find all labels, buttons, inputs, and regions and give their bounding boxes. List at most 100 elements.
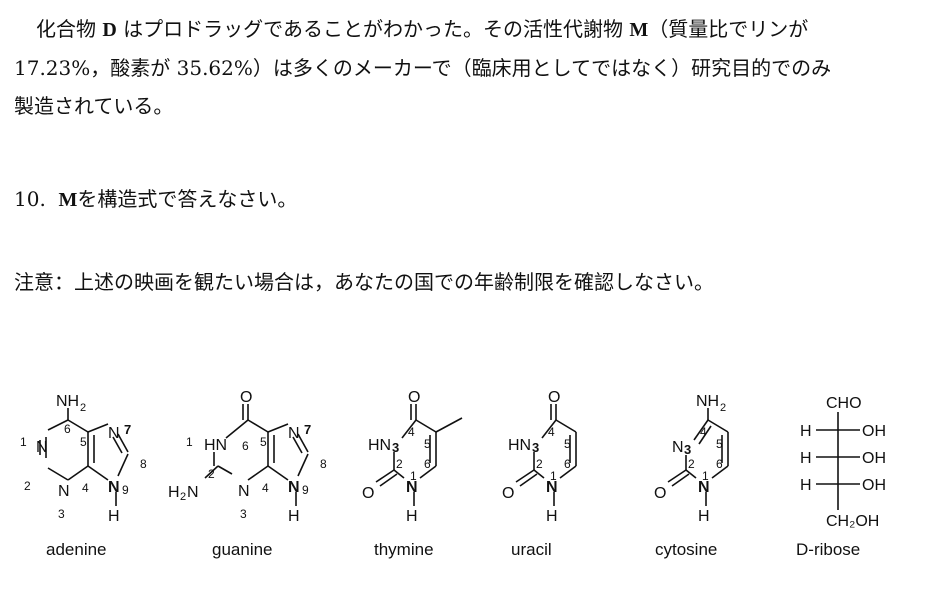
svg-text:N: N [406,479,418,496]
svg-text:6: 6 [716,457,723,471]
ribose-h-label: H [800,450,812,467]
svg-text:H: H [168,484,180,501]
svg-text:1: 1 [410,469,417,483]
svg-text:O: O [548,389,560,406]
svg-text:4: 4 [82,481,89,495]
svg-text:H: H [406,508,418,525]
svg-text:O: O [240,389,252,406]
paragraph-text: （質量比でリンが [648,17,809,41]
uracil-label: uracil [511,540,552,559]
svg-text:H: H [108,508,120,525]
svg-text:5: 5 [80,435,87,449]
svg-text:N: N [58,483,70,500]
d-ribose-label: D-ribose [796,540,861,559]
svg-text:1: 1 [702,469,709,483]
svg-text:3: 3 [240,507,247,521]
svg-text:2: 2 [24,479,31,493]
svg-text:H: H [698,508,710,525]
note-text: 注意：上述の映画を観たい場合は，あなたの国での年齢制限を確認しなさい。 [14,270,714,294]
svg-text:HN: HN [508,437,531,454]
question-10: 10. Mを構造式で答えなさい。 [14,180,297,219]
svg-text:5: 5 [716,437,723,451]
guanine-label: guanine [212,540,273,559]
svg-text:3: 3 [684,442,691,457]
svg-text:7: 7 [124,422,131,437]
ribose-oh-label: OH [862,477,886,494]
svg-text:1: 1 [186,435,193,449]
svg-text:6: 6 [564,457,571,471]
svg-text:2: 2 [720,402,726,414]
svg-text:9: 9 [302,483,309,497]
metabolite-m-label: M [629,19,649,41]
svg-text:N: N [108,425,120,442]
paragraph-line-2: 17.23%，酸素が 35.62%）は多くのメーカーで（臨床用としてではなく）研… [14,56,832,80]
svg-text:2: 2 [396,457,403,471]
svg-text:O: O [654,485,666,502]
guanine-structure: O HN H 2 N N N 7 N H 1 2 3 4 5 6 8 9 [168,389,327,525]
svg-text:3: 3 [532,440,539,455]
svg-text:2: 2 [536,457,543,471]
problem-paragraph: 化合物 D はプロドラッグであることがわかった。その活性代謝物 M（質量比でリン… [14,10,934,125]
svg-text:N: N [108,479,120,496]
paragraph-line-3: 製造されている。 [14,94,174,118]
adenine-label: adenine [46,540,107,559]
svg-text:3: 3 [392,440,399,455]
svg-text:4: 4 [262,481,269,495]
svg-text:4: 4 [548,425,555,439]
svg-text:N: N [672,439,684,456]
svg-text:8: 8 [140,457,147,471]
cytosine-structure: NH 2 N 3 O N H 4 5 6 2 1 [654,393,729,525]
svg-text:8: 8 [320,457,327,471]
svg-text:N: N [288,425,300,442]
svg-text:O: O [408,389,420,406]
svg-text:N: N [238,483,250,500]
svg-text:1: 1 [550,469,557,483]
svg-text:HN: HN [368,437,391,454]
svg-text:7: 7 [304,422,311,437]
thymine-structure: O HN 3 O N H 4 5 6 2 1 [362,389,463,525]
svg-text:N: N [546,479,558,496]
thymine-label: thymine [374,540,434,559]
paragraph-text: 化合物 [36,17,103,41]
svg-text:4: 4 [408,425,415,439]
svg-text:6: 6 [424,457,431,471]
svg-text:2: 2 [688,457,695,471]
d-ribose-structure: CHO H H H OH OH OH CH₂OH [800,395,886,530]
ribose-top-group: CHO [826,395,862,412]
structures-figure: NH 2 N N N 7 N H 1 2 3 4 5 6 8 9 O HN [20,389,886,530]
ribose-oh-label: OH [862,423,886,440]
svg-text:H: H [546,508,558,525]
svg-text:N: N [36,439,48,456]
svg-text:N: N [288,479,300,496]
paragraph-text: はプロドラッグであることがわかった。その活性代謝物 [116,17,630,41]
paragraph-line-1: 化合物 D はプロドラッグであることがわかった。その活性代謝物 M（質量比でリン… [14,10,934,49]
svg-text:6: 6 [242,439,249,453]
svg-text:NH: NH [696,393,719,410]
adenine-structure: NH 2 N N N 7 N H 1 2 3 4 5 6 8 9 [20,393,147,525]
svg-text:HN: HN [204,437,227,454]
question-number: 10. [14,187,46,211]
svg-text:O: O [362,485,374,502]
svg-text:NH: NH [56,393,79,410]
svg-text:3: 3 [58,507,65,521]
svg-text:2: 2 [80,402,86,414]
question-text: を構造式で答えなさい。 [77,187,298,211]
svg-text:1: 1 [20,435,27,449]
ribose-h-label: H [800,477,812,494]
svg-text:5: 5 [424,437,431,451]
compound-d-label: D [102,19,117,41]
ribose-oh-label: OH [862,450,886,467]
svg-text:N: N [698,479,710,496]
cytosine-label: cytosine [655,540,718,559]
svg-text:O: O [502,485,514,502]
uracil-structure: O HN 3 O N H 4 5 6 2 1 [502,389,577,525]
svg-text:H: H [288,508,300,525]
svg-text:9: 9 [122,483,129,497]
svg-text:6: 6 [64,422,71,436]
ribose-h-label: H [800,423,812,440]
ribose-bottom-group: CH₂OH [826,513,879,530]
svg-text:2: 2 [180,491,186,503]
svg-text:N: N [187,484,199,501]
svg-text:5: 5 [260,435,267,449]
question-symbol: M [58,189,78,211]
